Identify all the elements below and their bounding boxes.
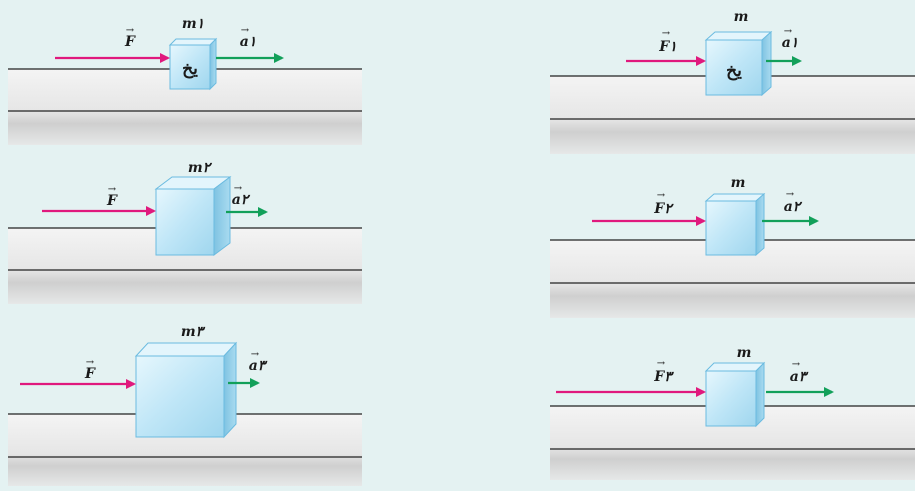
mass-label: m٣ bbox=[181, 324, 206, 340]
mass-label: m bbox=[737, 345, 752, 361]
force-vector-arrow: → bbox=[108, 184, 117, 195]
force-label: F٢ bbox=[653, 201, 674, 217]
mass-label: m٢ bbox=[188, 160, 213, 176]
mass-label: m bbox=[731, 175, 746, 191]
accel-vector-arrow: → bbox=[251, 349, 260, 360]
force-label: F bbox=[106, 193, 118, 209]
accel-label: a٢ bbox=[232, 192, 251, 208]
accel-vector-arrow: → bbox=[786, 189, 795, 200]
ice-block bbox=[154, 176, 232, 256]
force-vector-arrow: → bbox=[657, 190, 666, 201]
force-vector-arrow: → bbox=[662, 28, 671, 39]
force-label: F٣ bbox=[653, 369, 674, 385]
accel-vector-arrow: → bbox=[784, 26, 793, 37]
mass-label: m bbox=[734, 9, 749, 25]
ice-block bbox=[134, 341, 238, 439]
force-vector-arrow: → bbox=[126, 25, 135, 36]
panel-left-2: F → a٢ → m٢ bbox=[8, 160, 362, 304]
accel-label: a٣ bbox=[249, 358, 268, 374]
panel-left-3: F → a٣ → m٣ bbox=[8, 324, 362, 486]
ice-block: یخ bbox=[704, 30, 773, 97]
accel-vector-arrow: → bbox=[241, 25, 250, 36]
ice-block bbox=[704, 192, 766, 257]
accel-label: a١ bbox=[240, 34, 257, 50]
ice-block bbox=[704, 361, 766, 428]
block-label: یخ bbox=[182, 59, 198, 79]
accel-label: a٣ bbox=[790, 369, 809, 385]
block-label: یخ bbox=[726, 61, 742, 81]
mass-label: m١ bbox=[182, 16, 204, 32]
force-label: F bbox=[124, 34, 136, 50]
panel-right-2: F٢ → a٢ → m bbox=[550, 175, 915, 318]
accel-vector-arrow: → bbox=[792, 359, 801, 370]
force-label: F١ bbox=[658, 39, 676, 55]
accel-label: a١ bbox=[782, 35, 799, 51]
panel-left-1: یخ F → a١ → m١ bbox=[8, 16, 362, 145]
accel-vector-arrow: → bbox=[234, 183, 243, 194]
force-label: F bbox=[84, 366, 96, 382]
force-vector-arrow: → bbox=[86, 357, 95, 368]
accel-label: a٢ bbox=[784, 199, 803, 215]
panel-right-3: F٣ → a٣ → m bbox=[550, 345, 915, 480]
force-vector-arrow: → bbox=[657, 358, 666, 369]
panel-right-1: یخ F١ → a١ → m bbox=[550, 9, 915, 154]
ice-block: یخ bbox=[168, 37, 218, 91]
